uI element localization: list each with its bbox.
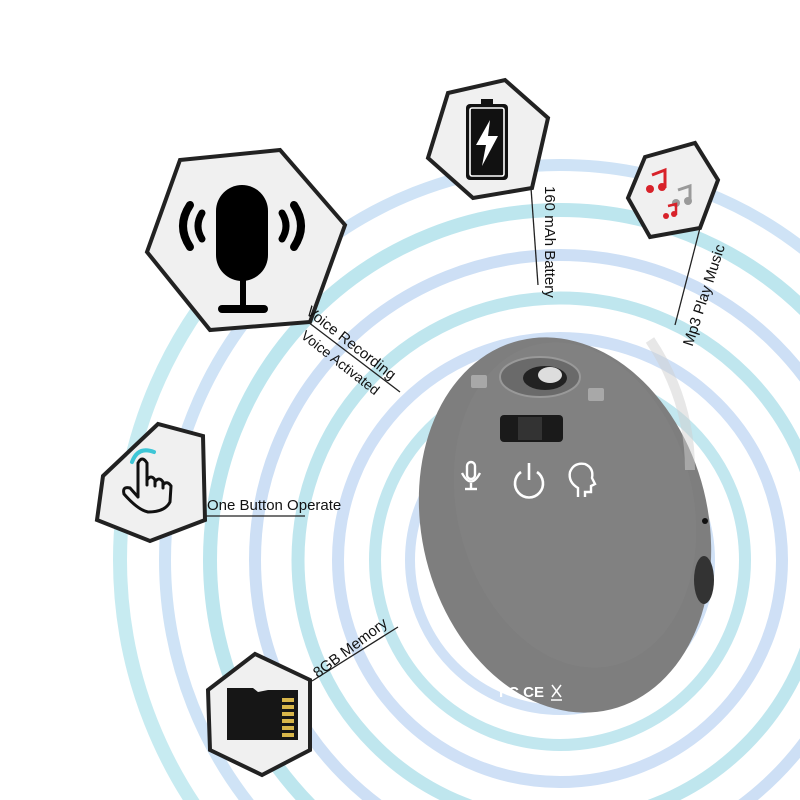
touch-finger-icon (122, 448, 173, 514)
certification-marks: FC CE (499, 684, 544, 701)
microphone-icon (179, 185, 305, 313)
voice-recorder-device: FC CE (418, 337, 714, 713)
music-badge (625, 140, 721, 326)
voice-recording-badge (144, 147, 401, 393)
battery-label: 160 mAh Battery (541, 186, 558, 298)
device-voice-head-icon (568, 462, 597, 497)
device-power-icon[interactable] (513, 463, 545, 499)
music-notes-icon (646, 167, 692, 219)
one-button-badge (94, 421, 305, 544)
side-button[interactable] (694, 556, 714, 604)
device-microphone-icon (460, 460, 482, 491)
battery-icon (466, 99, 508, 180)
memory-badge (205, 626, 399, 778)
microsd-card-icon (227, 688, 298, 740)
battery-badge (425, 77, 551, 286)
one-button-label: One Button Operate (207, 497, 342, 514)
